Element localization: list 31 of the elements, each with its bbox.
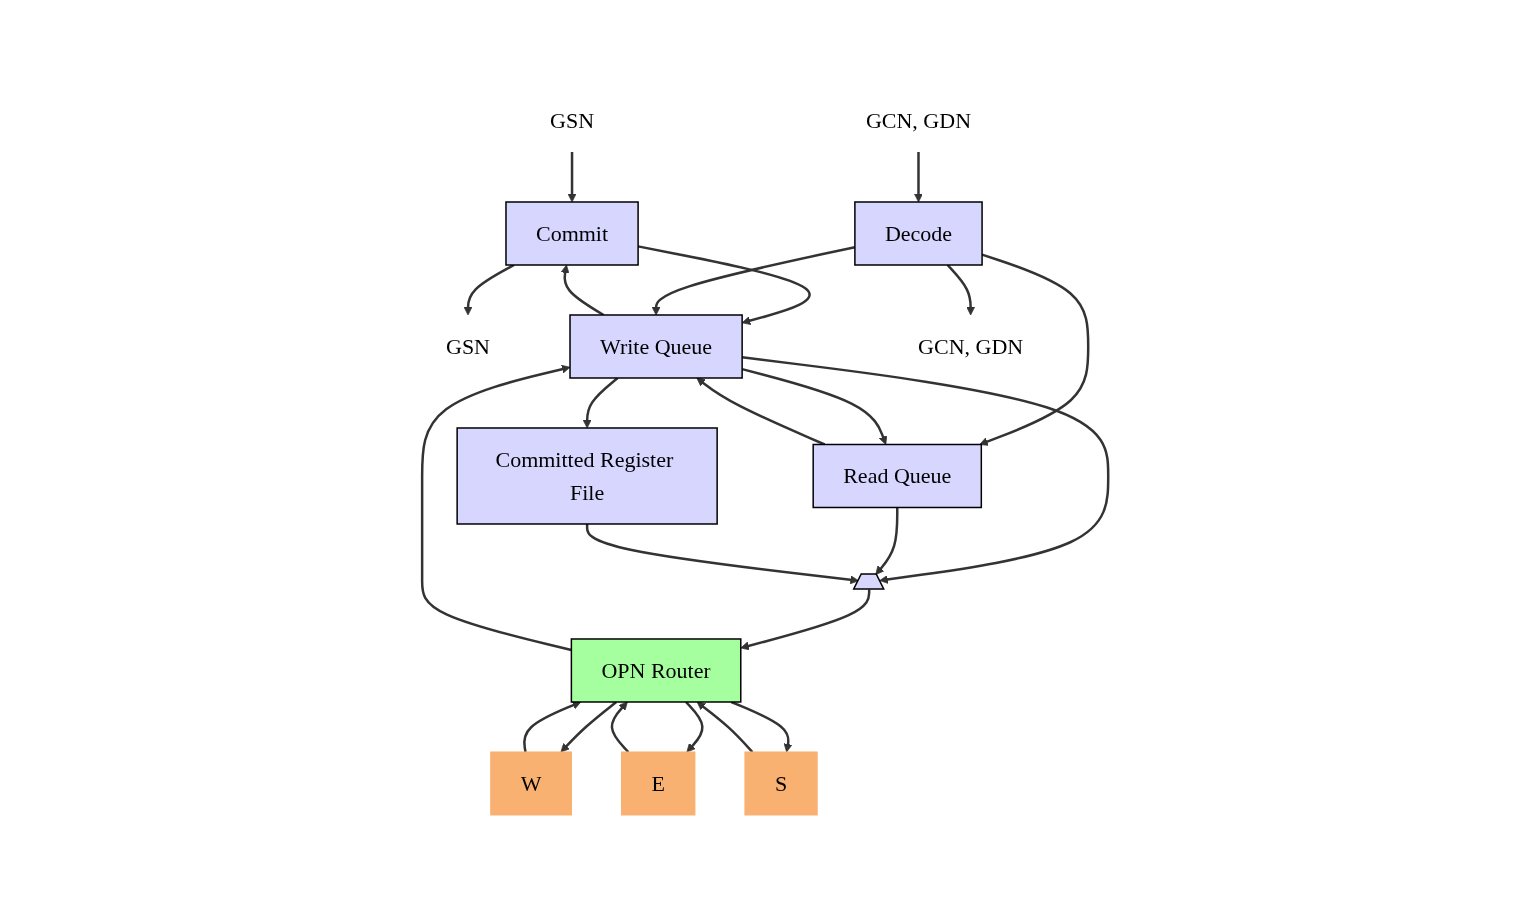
arrow bbox=[637, 245, 811, 325]
arrow bbox=[420, 364, 572, 652]
arrow bbox=[979, 253, 1090, 446]
arrow bbox=[740, 589, 871, 651]
arrow bbox=[560, 264, 605, 317]
arrow bbox=[560, 701, 617, 753]
arrow bbox=[684, 701, 704, 753]
node-box: OPN Router bbox=[570, 638, 742, 703]
node-text: GCN, GDN bbox=[917, 333, 1024, 359]
node-box: Decode bbox=[854, 201, 983, 266]
arrow bbox=[522, 701, 582, 753]
node-text: GCN, GDN bbox=[865, 108, 971, 133]
node-box: Committed Register File bbox=[456, 427, 718, 525]
node-box: E bbox=[620, 751, 696, 816]
node-box: Write Queue bbox=[569, 314, 743, 379]
arrow bbox=[946, 264, 975, 316]
arrow bbox=[914, 152, 923, 203]
arrow bbox=[696, 377, 826, 446]
node-trapezoid bbox=[852, 573, 885, 590]
node-box: W bbox=[490, 751, 572, 816]
arrow bbox=[567, 152, 577, 203]
arrow bbox=[875, 507, 899, 575]
node-box: Commit bbox=[505, 201, 639, 266]
arrow bbox=[696, 701, 754, 753]
node-text: GSN bbox=[445, 333, 490, 359]
node-text: GSN bbox=[549, 108, 594, 133]
node-box: S bbox=[744, 751, 818, 816]
node-box: Read Queue bbox=[812, 443, 982, 509]
arrow bbox=[730, 700, 793, 753]
arrow bbox=[610, 701, 630, 753]
arrow bbox=[582, 377, 619, 429]
